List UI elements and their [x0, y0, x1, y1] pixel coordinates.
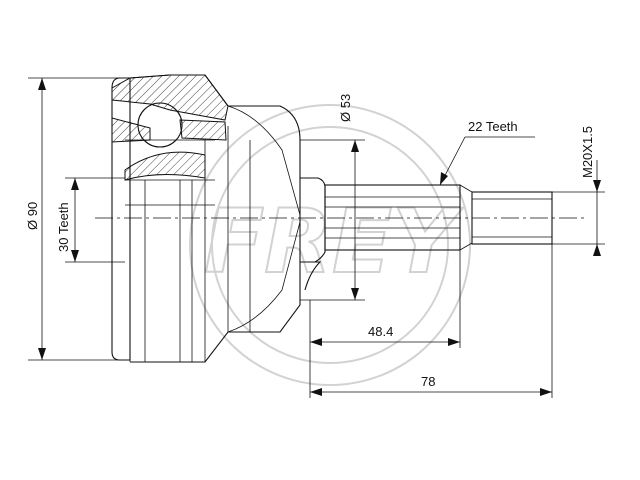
arrow-head-bottom	[593, 244, 601, 256]
output-shaft	[300, 177, 553, 291]
arrow-head-left	[310, 388, 322, 396]
joint-housing	[111, 74, 301, 363]
spline-section	[324, 184, 461, 251]
housing-outline	[129, 74, 301, 363]
watermark-ring-inner	[211, 126, 449, 364]
watermark-text: FREY	[204, 190, 464, 293]
arrow-head-right	[540, 388, 552, 396]
dimension-inner-spline: 30 Teeth	[56, 177, 125, 263]
arrow-head-bottom	[351, 288, 359, 300]
arrow-head-top	[351, 140, 359, 152]
brand-watermark: FREY	[189, 104, 471, 386]
dimension-shoulder-length: 48.4	[309, 250, 461, 348]
bell-contour-upper	[227, 105, 301, 216]
dimension-outer-diameter: Ø 90	[25, 77, 120, 361]
housing-section-hatch	[111, 74, 229, 121]
arrow-head-bottom	[38, 348, 46, 360]
arrow-head-right	[448, 338, 460, 346]
arrow-head-top	[71, 178, 79, 190]
arrow-head-top	[593, 180, 601, 192]
outer-diameter-label: Ø 90	[25, 202, 40, 230]
spline-chamfer-top	[459, 184, 473, 193]
seal-diameter-label: Ø 53	[338, 94, 353, 122]
shaft-neck-lower	[300, 261, 322, 291]
cage-section-hatch	[179, 119, 227, 141]
watermark-ring-outer	[189, 104, 471, 386]
arrow-head-top	[38, 78, 46, 90]
arrow-head-left	[310, 338, 322, 346]
ball-bearing	[137, 102, 183, 148]
overall-length-label: 78	[421, 374, 435, 389]
shoulder-length-label: 48.4	[368, 324, 393, 339]
dimension-seal-diameter: Ø 53	[300, 94, 365, 301]
dimension-overall-length: 78	[309, 244, 553, 398]
inner-race-hatch	[124, 151, 206, 181]
arrow-head-bottom	[71, 250, 79, 262]
leader-arrow-head	[440, 172, 448, 185]
thread-label: M20X1.5	[580, 126, 595, 178]
dimension-thread: M20X1.5	[552, 126, 605, 256]
bell-contour-lower	[227, 221, 301, 333]
outer-spline-label: 22 Teeth	[468, 119, 518, 134]
inner-spline-label: 30 Teeth	[56, 202, 71, 252]
lip-section-hatch	[111, 117, 151, 143]
spline-chamfer-bottom	[459, 242, 473, 251]
dimension-outer-spline: 22 Teeth	[439, 119, 535, 186]
